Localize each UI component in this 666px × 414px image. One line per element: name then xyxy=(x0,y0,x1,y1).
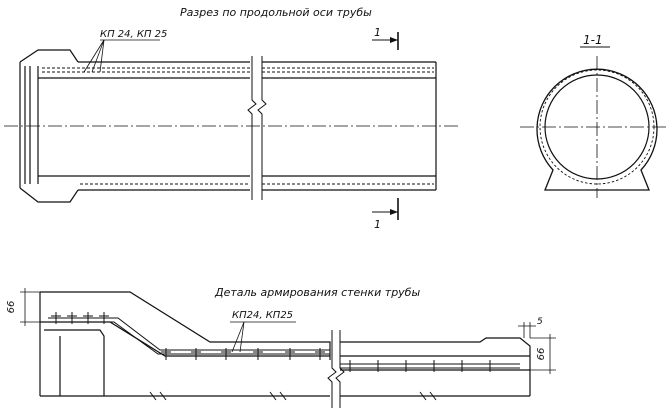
rebar-dashes-top xyxy=(42,67,434,185)
cut-mark-top: 1 xyxy=(374,26,381,39)
dim-left-label: 66 xyxy=(6,301,17,314)
rebar-leaders-top xyxy=(83,39,160,73)
rebar-label-detail: КП24, КП25 xyxy=(232,310,293,321)
rebar-leaders-detail xyxy=(230,321,296,353)
dimension-right: 66 5 xyxy=(518,317,556,374)
rebar-ticks xyxy=(51,312,495,372)
section-title: Разрез по продольной оси трубы xyxy=(180,6,372,19)
cross-section-label: 1-1 xyxy=(583,33,603,47)
section-cut-marks: 1 1 xyxy=(372,26,399,231)
cross-section xyxy=(520,56,666,198)
rebar-detail xyxy=(48,317,520,369)
rebar-label-top: КП 24, КП 25 xyxy=(100,29,167,40)
dim-right-label: 66 xyxy=(536,348,547,361)
break-line-detail xyxy=(149,330,437,408)
cut-mark-bottom: 1 xyxy=(374,218,381,231)
break-line-top xyxy=(247,56,267,200)
detail-title: Деталь армирования стенки трубы xyxy=(214,286,420,299)
pipe-longitudinal xyxy=(19,49,437,203)
dimension-left: 66 xyxy=(6,288,40,326)
dim-gap-label: 5 xyxy=(537,317,543,327)
detail-outline xyxy=(39,291,531,397)
